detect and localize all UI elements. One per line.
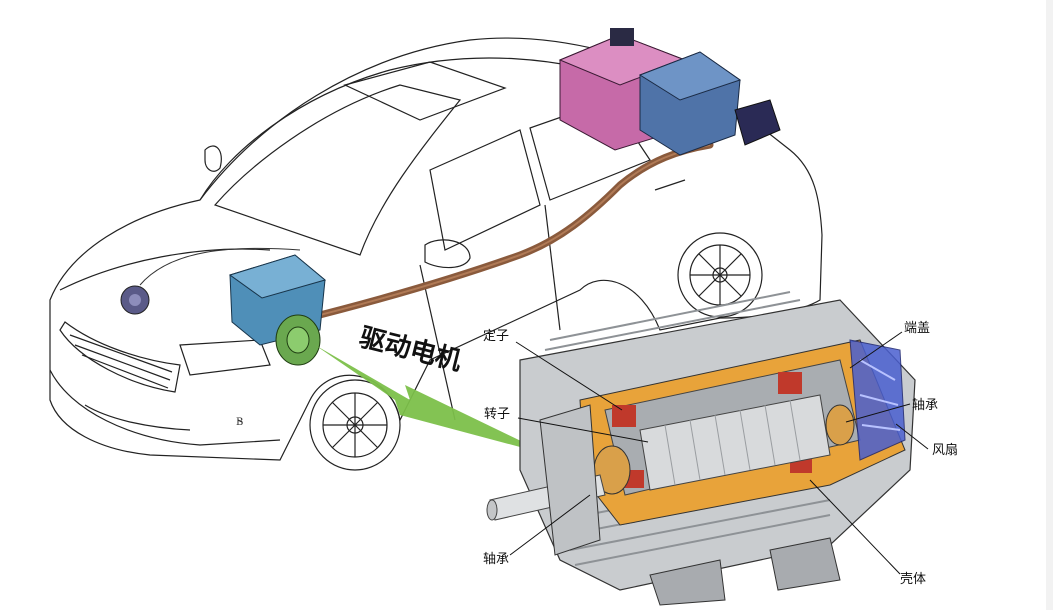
rear-bearing	[825, 404, 855, 446]
b-badge-line	[237, 419, 243, 423]
high-voltage-cable	[296, 141, 714, 324]
rear-wheel-spokes	[690, 245, 750, 305]
front-end-shield	[539, 404, 601, 556]
headlight	[179, 339, 271, 376]
grille	[59, 321, 181, 393]
cooling-fan	[849, 339, 906, 461]
engine-bay-component	[120, 247, 301, 315]
rear-wheel-tire	[677, 232, 763, 318]
front-door-window	[429, 129, 541, 251]
callout-arrow	[315, 345, 550, 455]
grille-bars	[69, 334, 173, 389]
front-wheel-tire	[309, 379, 401, 471]
label-rear-bearing: 轴承	[912, 398, 938, 413]
high-voltage-cable-highlight	[299, 144, 711, 321]
page-edge	[1046, 0, 1053, 610]
battery-connector	[610, 28, 634, 46]
left-mirror	[204, 145, 222, 172]
front-wheel-spokes	[323, 393, 387, 457]
label-housing: 壳体	[900, 572, 926, 587]
fog-light	[84, 404, 191, 431]
bumper	[49, 369, 281, 446]
door-line	[419, 264, 456, 421]
windshield	[213, 84, 462, 256]
badge-letter: B	[236, 417, 243, 428]
sunroof	[343, 61, 507, 121]
label-end-cover: 端盖	[904, 321, 930, 336]
motor-foot-left	[649, 559, 726, 606]
label-fan: 风扇	[932, 442, 958, 458]
label-front-bearing: 轴承	[483, 552, 509, 567]
car-motor-assembly	[228, 254, 327, 366]
diagram-title: 驱动电机	[356, 323, 464, 377]
car-body-outline	[49, 37, 823, 461]
motor-cutaway	[486, 291, 916, 606]
label-rotor: 转子	[484, 407, 510, 422]
dc-converter	[734, 99, 781, 146]
leader-lines	[509, 331, 929, 575]
rotor	[639, 394, 831, 491]
door-handle	[654, 179, 686, 191]
battery-pack	[558, 28, 781, 156]
side-mirror	[424, 239, 471, 269]
label-stator: 定子	[483, 329, 509, 344]
door-line-2	[544, 204, 561, 331]
rotor-laminations	[664, 399, 801, 486]
motor-foot-right	[769, 537, 841, 591]
